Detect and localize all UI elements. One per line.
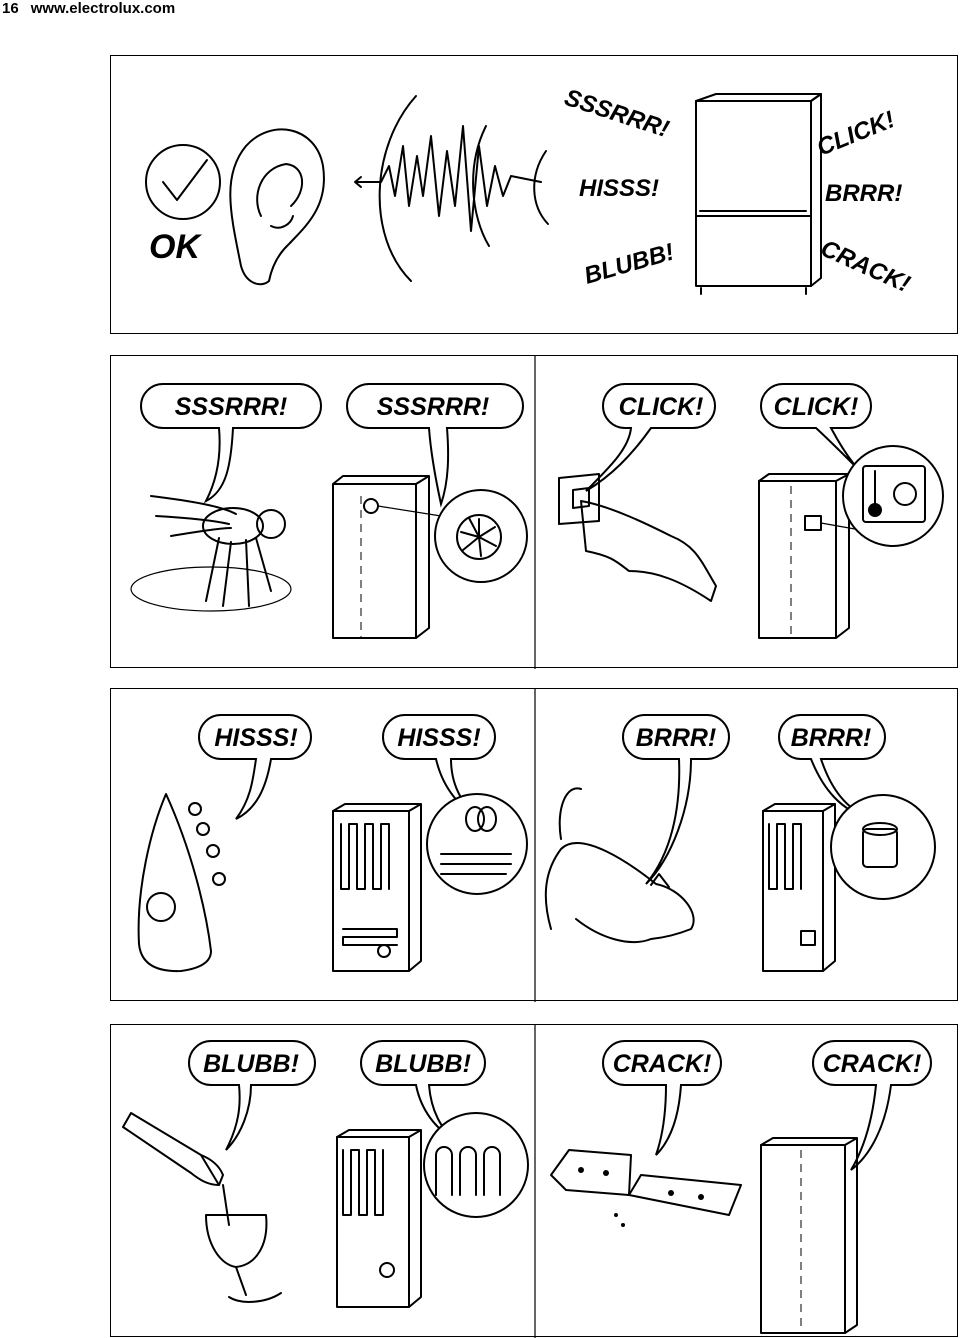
row-3-cell-4-bubble: CRACK! bbox=[823, 1050, 922, 1078]
intro-panel: OK SSSRRR! HISSS! BLUBB! CLICK! BRRR! CR… bbox=[110, 55, 958, 334]
row-1-panel: SSSRRR! SSSRRR! CLICK! CLICK! bbox=[110, 355, 958, 669]
row-3-panel: BLUBB! BLUBB! CRACK! CRACK! bbox=[110, 1024, 958, 1338]
thermostat-icon bbox=[758, 445, 944, 639]
fridge-icon bbox=[695, 93, 822, 295]
intro-sound-crack: CRACK! bbox=[817, 235, 914, 298]
website-url[interactable]: www.electrolux.com bbox=[30, 0, 176, 17]
ok-label: OK bbox=[149, 228, 202, 266]
compressor-icon bbox=[762, 794, 936, 972]
row-2-cell-3-bubble: BRRR! bbox=[636, 724, 717, 752]
row-1-cell-3-bubble: CLICK! bbox=[619, 393, 704, 421]
cat-icon bbox=[544, 787, 695, 943]
row-2-cell-1-bubble: HISSS! bbox=[214, 724, 297, 752]
ear-icon bbox=[229, 128, 325, 286]
page-number: 16 bbox=[2, 0, 19, 17]
fly-icon bbox=[130, 495, 292, 612]
tubing-icon bbox=[336, 1112, 529, 1308]
row-1-cell-4-bubble: CLICK! bbox=[774, 393, 859, 421]
row-3-cell-2-bubble: BLUBB! bbox=[375, 1050, 471, 1078]
intro-sound-blubb: BLUBB! bbox=[581, 238, 677, 289]
intro-sound-sssrrr: SSSRRR! bbox=[561, 84, 672, 143]
row-2-panel: HISSS! HISSS! BRRR! BRRR! bbox=[110, 688, 958, 1002]
fan-icon bbox=[332, 475, 528, 639]
row-3-cell-3-bubble: CRACK! bbox=[613, 1050, 712, 1078]
page-header: 16 www.electrolux.com bbox=[2, 0, 175, 17]
intro-sound-hisss: HISSS! bbox=[579, 175, 659, 202]
row-2-cell-4-bubble: BRRR! bbox=[791, 724, 872, 752]
wine-pour-icon bbox=[122, 1112, 282, 1303]
intro-sound-brrr: BRRR! bbox=[825, 180, 902, 207]
coil-icon bbox=[332, 793, 528, 972]
sound-wave-icon bbox=[354, 95, 549, 282]
intro-sound-click: CLICK! bbox=[813, 106, 899, 162]
row-3-cell-1-bubble: BLUBB! bbox=[203, 1050, 299, 1078]
row-2-cell-2-bubble: HISSS! bbox=[397, 724, 480, 752]
fridge-crack-icon bbox=[760, 1137, 858, 1334]
row-1-cell-1-bubble: SSSRRR! bbox=[175, 393, 288, 421]
row-1-cell-2-bubble: SSSRRR! bbox=[377, 393, 490, 421]
wall-switch-icon bbox=[558, 473, 717, 602]
steam-iron-icon bbox=[137, 793, 226, 973]
ok-check-icon bbox=[145, 144, 221, 220]
cracker-icon bbox=[550, 1149, 742, 1227]
